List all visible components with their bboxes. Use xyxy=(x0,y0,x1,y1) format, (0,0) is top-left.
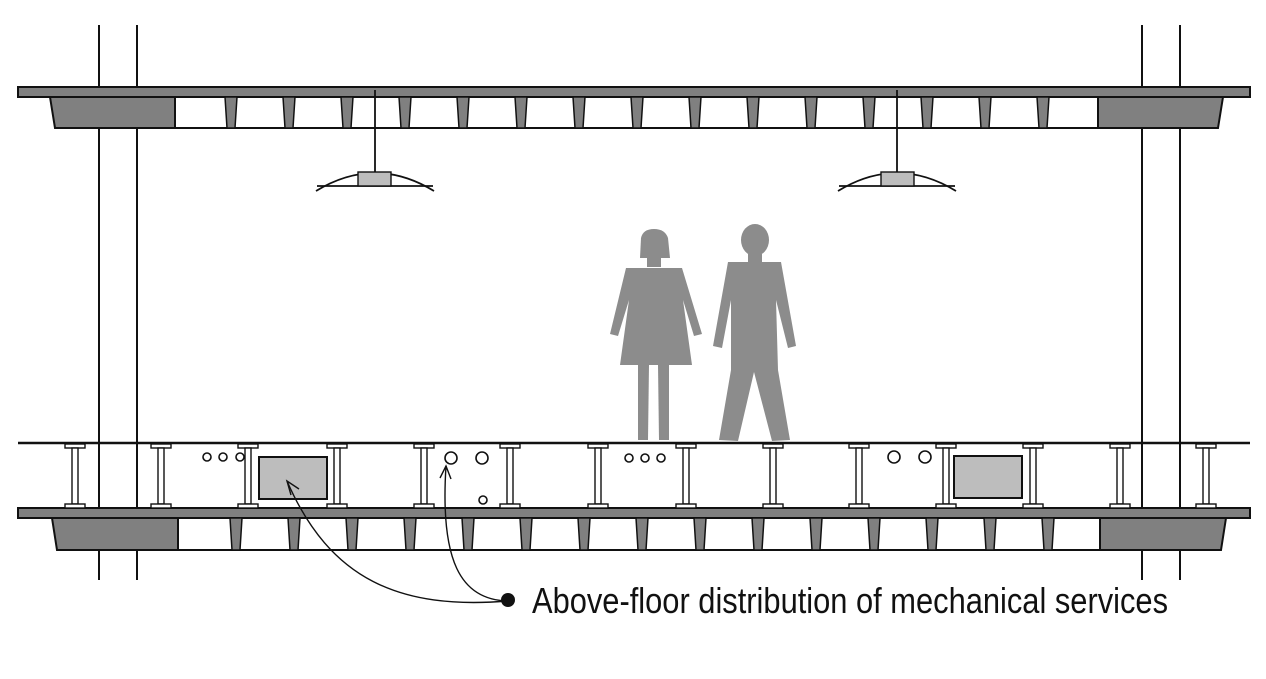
upper-slab-rib xyxy=(514,96,528,129)
floor-pedestal xyxy=(935,443,957,509)
leader-to-duct-arrowhead xyxy=(285,479,300,496)
lower-slab-rib xyxy=(635,517,649,551)
upper-slab-left-beam xyxy=(48,96,176,129)
woman-figure-icon xyxy=(610,229,702,440)
upper-slab-rib xyxy=(340,96,354,129)
floor-pedestal xyxy=(762,443,784,509)
lower-slab-rib xyxy=(519,517,533,551)
leader-to-pipe xyxy=(444,465,509,602)
floor-pedestal xyxy=(1022,443,1044,509)
upper-slab-rib xyxy=(398,96,412,129)
callout-dot xyxy=(501,593,515,607)
leader-to-pipe-arrowhead xyxy=(439,464,452,480)
duct-right xyxy=(953,455,1023,499)
pipe-d2 xyxy=(918,450,932,464)
upper-slab-rib xyxy=(920,96,934,129)
lower-slab-rib xyxy=(809,517,823,551)
duct-left xyxy=(258,456,328,500)
lower-slab-rib xyxy=(287,517,301,551)
lower-slab-rib xyxy=(461,517,475,551)
upper-slab-rib xyxy=(978,96,992,129)
floor-pedestal xyxy=(413,443,435,509)
raised-floor xyxy=(18,441,1250,509)
pipe-b3 xyxy=(478,495,488,505)
pipe-c2 xyxy=(640,453,650,463)
lower-slab-rib xyxy=(867,517,881,551)
pendant-light-icon xyxy=(837,90,957,192)
lower-slab-rib xyxy=(577,517,591,551)
lower-slab xyxy=(17,507,1251,551)
lower-slab-rib xyxy=(751,517,765,551)
lower-slab-rib xyxy=(345,517,359,551)
upper-slab-rib xyxy=(282,96,296,129)
man-figure-icon xyxy=(713,224,796,441)
mechanical-services xyxy=(202,450,1023,505)
pipe-c1 xyxy=(624,453,634,463)
callout-label: Above-floor distribution of mechanical s… xyxy=(532,580,1168,621)
lower-slab-rib xyxy=(983,517,997,551)
lower-slab-plate xyxy=(17,507,1251,519)
pipe-b1 xyxy=(444,451,458,465)
upper-slab-rib xyxy=(688,96,702,129)
floor-pedestal xyxy=(1109,443,1131,509)
upper-slab-rib xyxy=(746,96,760,129)
upper-slab-plate xyxy=(17,86,1251,98)
lower-slab-rib xyxy=(925,517,939,551)
upper-slab-ribs xyxy=(224,96,1050,129)
floor-pedestal xyxy=(64,443,86,509)
upper-slab-rib xyxy=(456,96,470,129)
upper-slab-rib xyxy=(572,96,586,129)
floor-pedestal xyxy=(150,443,172,509)
lower-slab-left-beam xyxy=(50,517,179,551)
floor-pedestal xyxy=(499,443,521,509)
floor-pedestal xyxy=(237,443,259,509)
callout-leaders xyxy=(285,464,509,604)
lower-slab-rib xyxy=(1041,517,1055,551)
pipe-c3 xyxy=(656,453,666,463)
upper-slab-rib xyxy=(804,96,818,129)
floor-pedestal xyxy=(675,443,697,509)
upper-slab-right-beam xyxy=(1097,96,1225,129)
upper-slab-rib xyxy=(1036,96,1050,129)
pipe-d1 xyxy=(887,450,901,464)
upper-slab-rib xyxy=(862,96,876,129)
floor-pedestals xyxy=(64,443,1217,509)
pipe-a1 xyxy=(202,452,212,462)
light-right-bulb xyxy=(880,171,915,187)
pipe-b2 xyxy=(475,451,489,465)
upper-slab xyxy=(17,86,1251,129)
lower-slab-right-beam xyxy=(1099,517,1228,551)
upper-slab-rib xyxy=(630,96,644,129)
upper-slab-rib xyxy=(224,96,238,129)
leader-to-duct xyxy=(286,480,509,604)
floor-pedestal xyxy=(587,443,609,509)
light-left-bulb xyxy=(357,171,392,187)
floor-pedestal xyxy=(848,443,870,509)
lower-slab-rib xyxy=(403,517,417,551)
pipe-a3 xyxy=(235,452,245,462)
pipe-a2 xyxy=(218,452,228,462)
lower-slab-rib xyxy=(693,517,707,551)
pendant-light-icon xyxy=(315,90,435,192)
floor-pedestal xyxy=(326,443,348,509)
lower-slab-rib xyxy=(229,517,243,551)
lower-slab-ribs xyxy=(229,517,1055,551)
floor-pedestal xyxy=(1195,443,1217,509)
